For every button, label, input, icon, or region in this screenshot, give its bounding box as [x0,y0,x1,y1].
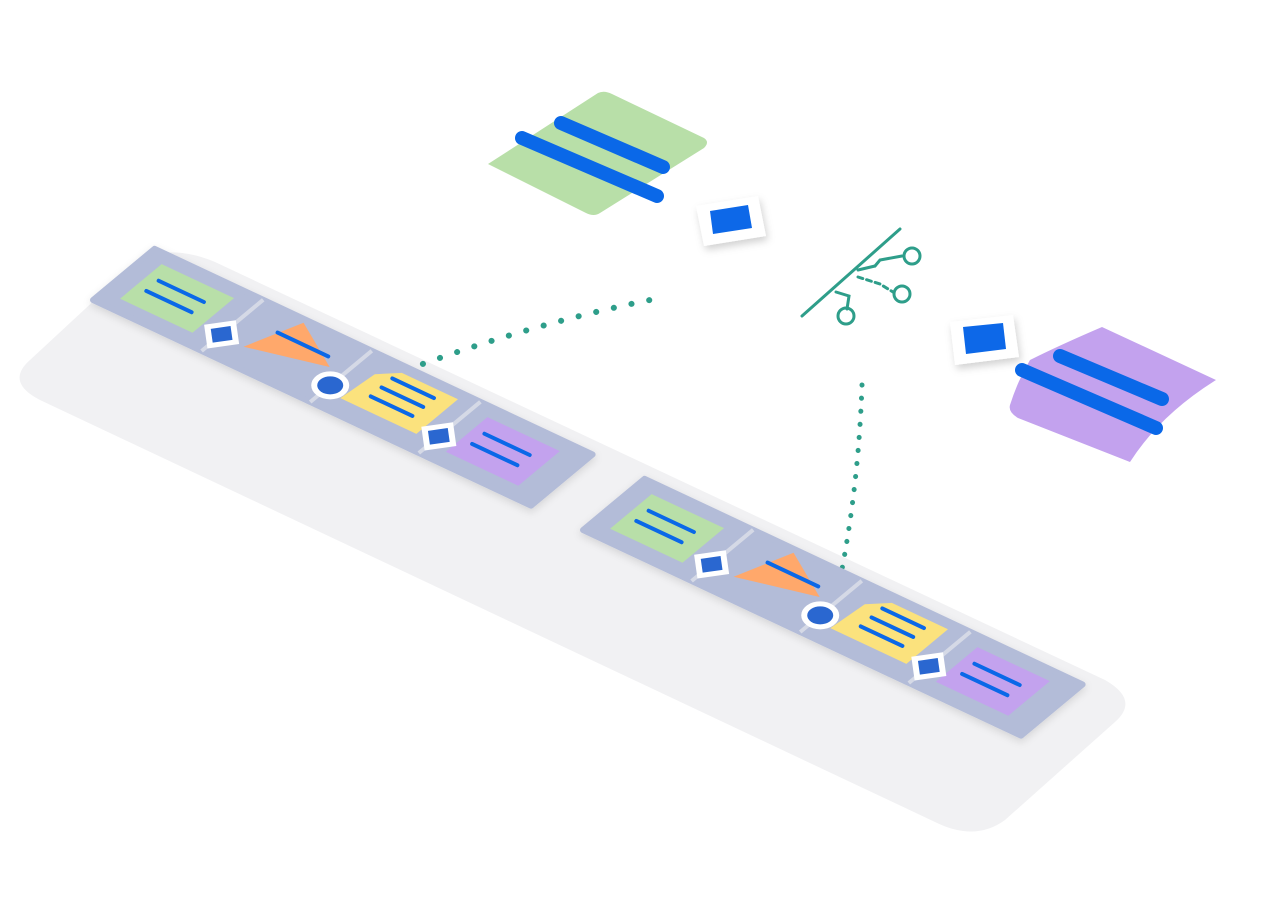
sticky-note-green-icon [610,494,725,563]
sticky-note-green-icon [488,91,707,215]
text-line [275,330,331,359]
square-marker-icon [421,422,457,451]
pipeline-right [580,475,1086,739]
text-line [482,431,532,457]
text-line [470,441,520,468]
sticky-note-purple-icon [1009,327,1216,462]
stage-green-note [610,494,725,563]
text-line [390,376,436,401]
text-line [765,560,821,589]
text-line [634,518,684,545]
stage-green-note [120,264,235,333]
stage-yellow-note [340,372,458,434]
connector-dotted-right [832,382,865,606]
square-marker-icon [950,315,1019,365]
square-marker-icon [696,196,766,246]
triangle-shape-icon [243,322,330,368]
triangle-shape-icon [733,552,820,598]
circle-marker-icon [801,601,840,630]
pipeline-left [90,245,596,509]
stage-yellow-note [830,602,948,664]
circle-marker-icon [311,371,350,400]
sticky-note-purple-icon [935,647,1050,716]
sticky-note-purple-icon [445,417,560,486]
sticky-note-green-icon [120,264,235,333]
text-line [858,624,905,648]
stage-orange-triangle [733,552,821,598]
text-line [646,508,696,534]
text-line [368,394,415,418]
text-line [972,661,1022,687]
square-marker-icon [694,550,730,579]
text-line [880,606,926,631]
stage-purple-note [445,417,560,486]
square-marker-icon [204,320,240,349]
square-marker-icon [911,652,947,681]
stage-purple-note [935,647,1050,716]
text-line [156,278,206,304]
text-line [379,385,426,409]
stage-orange-triangle [243,322,331,368]
sticky-note-yellow-icon [340,372,458,434]
text-line [144,288,194,315]
git-branch-icon [800,227,922,326]
text-line [960,671,1010,698]
text-line [869,615,916,639]
sticky-note-yellow-icon [830,602,948,664]
